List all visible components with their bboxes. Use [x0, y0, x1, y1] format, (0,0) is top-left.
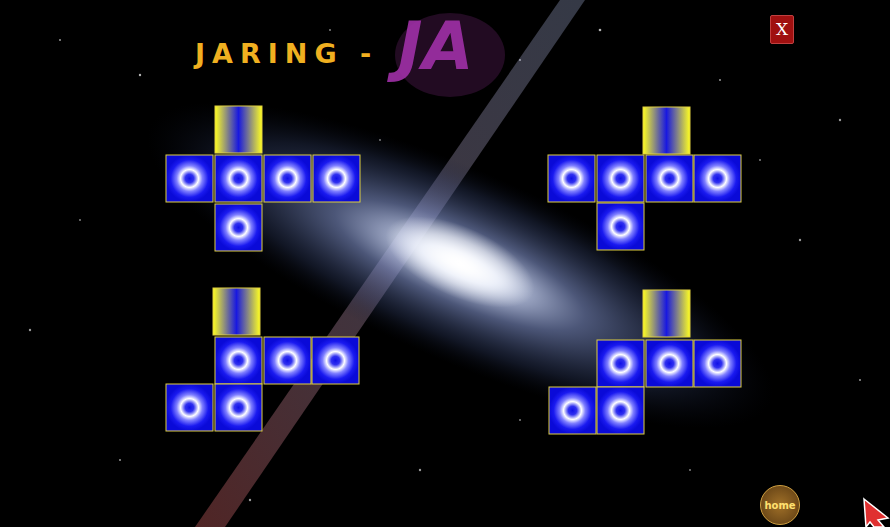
- cube-net: [549, 290, 741, 434]
- galaxy-disk: [111, 40, 809, 490]
- home-button: home: [760, 485, 800, 525]
- button-text: home: [764, 500, 795, 511]
- galaxy-core: [373, 197, 548, 326]
- game-title: JARING -: [195, 38, 378, 69]
- cube-net: [548, 107, 741, 250]
- stars: [29, 29, 861, 501]
- close-button: X: [770, 15, 794, 44]
- title-logo: JA: [398, 8, 474, 85]
- button-text: X: [776, 20, 788, 39]
- mouse-cursor: [864, 499, 888, 527]
- cube-net: [166, 106, 360, 251]
- cube-net: [166, 288, 359, 431]
- galaxy: [111, 0, 809, 527]
